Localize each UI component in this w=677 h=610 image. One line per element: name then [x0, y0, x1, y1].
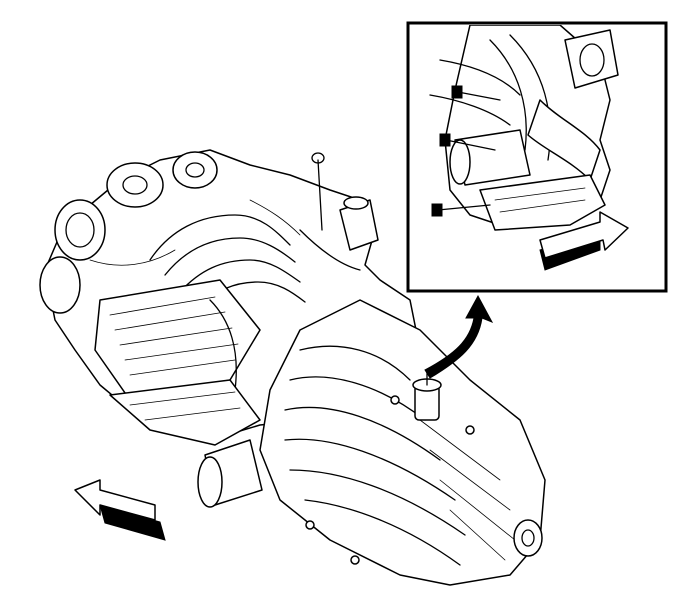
engine-assembly [39, 149, 421, 508]
callout-arrow [424, 294, 494, 379]
bolt-upper [451, 85, 501, 101]
front-direction-arrow [74, 479, 166, 541]
output-yoke [513, 519, 543, 557]
bolt-lower [431, 203, 491, 217]
bolt-middle [439, 133, 496, 151]
alternator [54, 199, 106, 261]
pulley [106, 162, 164, 208]
detail-inset [406, 21, 668, 293]
oil-pan [109, 379, 261, 446]
detail-direction-arrow [539, 211, 629, 271]
transmission-assembly [259, 299, 546, 586]
dipstick-handle [311, 152, 325, 164]
